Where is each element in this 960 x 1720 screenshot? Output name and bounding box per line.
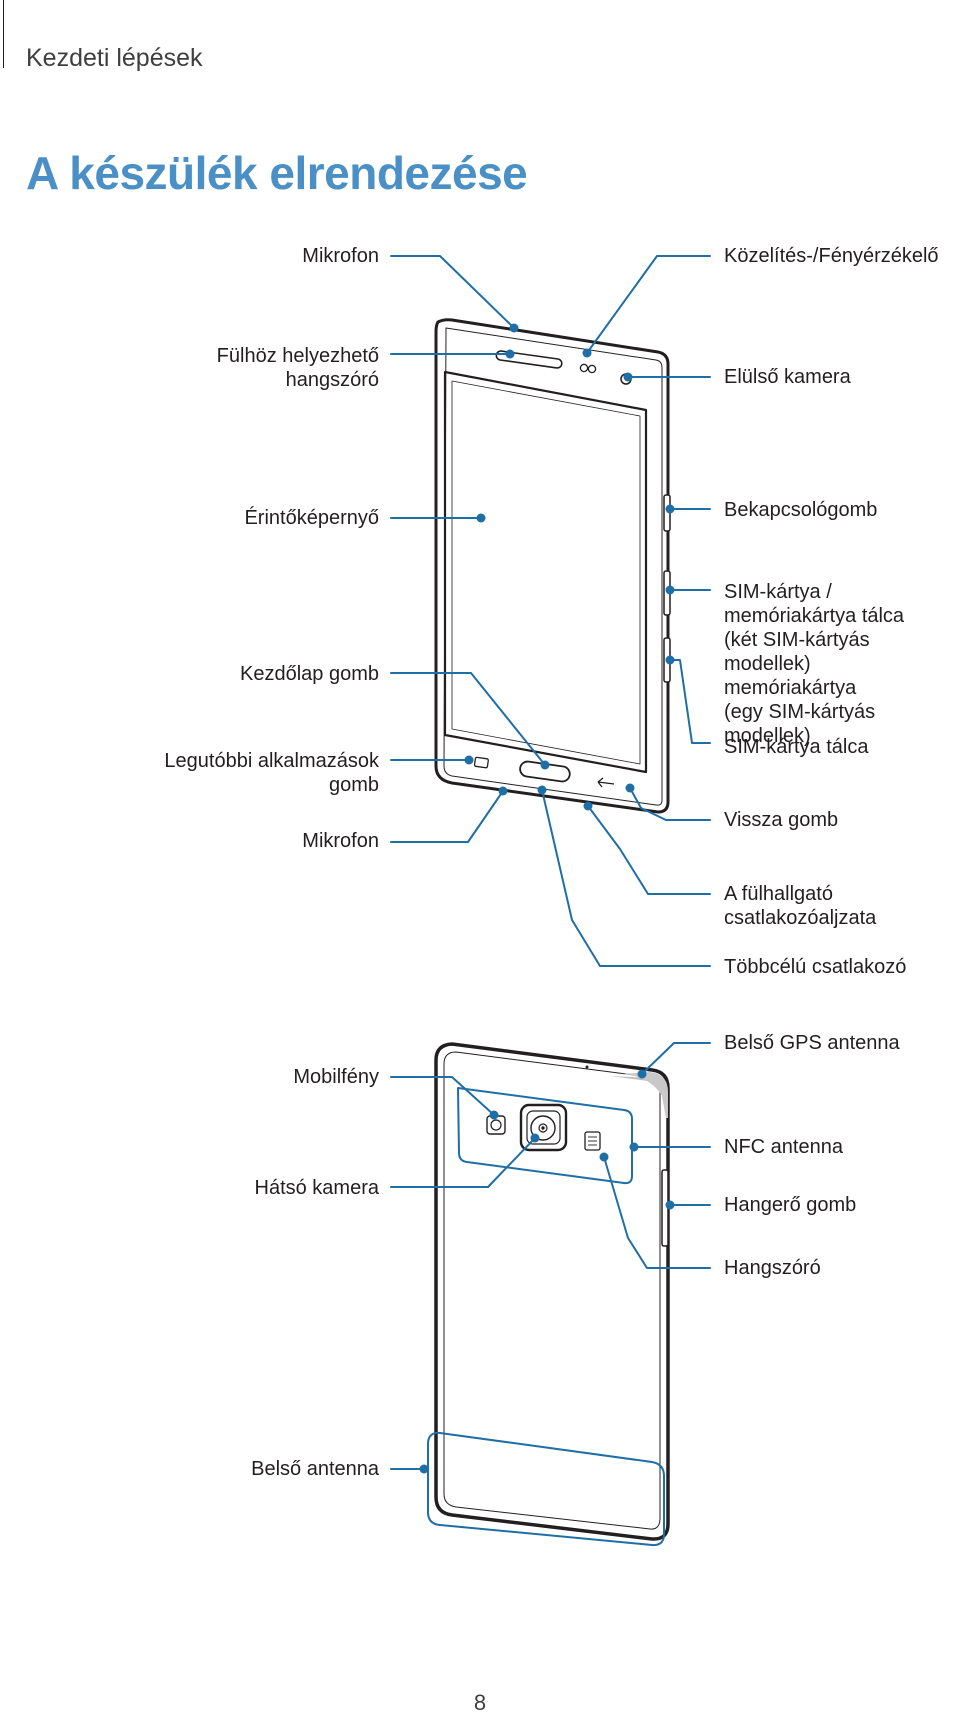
label-legutobbi-gomb: Legutóbbi alkalmazások gomb	[164, 750, 379, 796]
callout-dot	[540, 760, 550, 770]
label-tobbcelu: Többcélú csatlakozó	[724, 956, 907, 978]
nfc-antenna-outline	[457, 1087, 633, 1185]
label-fulhallgato: A fülhallgató csatlakozóaljzata	[724, 883, 877, 929]
internal-antenna-outline	[427, 1431, 665, 1547]
callout-dot	[419, 1464, 429, 1474]
label-hangszoro: Hangszóró	[724, 1257, 821, 1279]
callout-dot	[498, 786, 508, 796]
callout-dot	[665, 585, 675, 595]
label-mikrofon-top: Mikrofon	[302, 245, 379, 267]
callout-dot	[464, 755, 474, 765]
label-fulhoz-hangszoro: Fülhöz helyezhető hangszóró	[216, 345, 379, 391]
callout-dot	[537, 785, 547, 795]
callout-dot	[629, 1142, 639, 1152]
back-pinhole	[585, 1065, 589, 1069]
label-kozelites: Közelítés-/Fényérzékelő	[724, 245, 939, 267]
front-phone	[434, 318, 671, 814]
back-callout-dots	[419, 1069, 675, 1474]
back-callouts	[390, 1042, 711, 1547]
back-phone-inner	[443, 1051, 661, 1530]
speaker-grille-icon	[584, 1131, 601, 1151]
front-phone-edge	[443, 327, 663, 806]
label-bekapcsologomb: Bekapcsológomb	[724, 499, 878, 521]
label-sim-talca: SIM-kártya tálca	[724, 736, 869, 758]
label-vissza-gomb: Vissza gomb	[724, 809, 839, 831]
label-hatso-kamera: Hátsó kamera	[254, 1177, 380, 1199]
back-phone	[434, 1042, 670, 1541]
callout-dot	[637, 1069, 647, 1079]
label-belso-antenna: Belső antenna	[251, 1458, 379, 1480]
proximity-sensor	[579, 363, 589, 373]
callout-dot	[665, 1200, 675, 1210]
callout-dot	[665, 504, 675, 514]
label-mikrofon-bottom: Mikrofon	[302, 830, 379, 852]
rear-camera-lens	[530, 1115, 556, 1141]
callout-dot	[509, 323, 519, 333]
front-callouts	[390, 255, 711, 967]
recent-apps-key	[473, 756, 489, 769]
label-kezdolap-gomb: Kezdőlap gomb	[240, 663, 379, 685]
callout-dot	[599, 1152, 609, 1162]
callout-dot	[665, 655, 675, 665]
label-gps-antenna: Belső GPS antenna	[724, 1032, 900, 1054]
label-sim-memoria-talca: SIM-kártya / memóriakártya tálca (két SI…	[724, 581, 905, 747]
page-number: 8	[473, 1690, 487, 1715]
label-nfc-antenna: NFC antenna	[724, 1136, 843, 1158]
callout-dot	[505, 349, 515, 359]
callout-dot	[530, 1133, 540, 1143]
front-screen	[443, 370, 648, 774]
label-mobilfeny: Mobilfény	[293, 1066, 379, 1088]
callout-dot	[489, 1110, 499, 1120]
callout-dot	[625, 783, 635, 793]
back-phone-body	[434, 1042, 670, 1541]
margin-rule	[3, 0, 4, 68]
callout-dot	[582, 348, 592, 358]
back-key-glyph	[597, 777, 615, 788]
callout-dot	[476, 513, 486, 523]
page-title: A készülék elrendezése	[26, 147, 528, 199]
front-phone-body	[434, 318, 670, 814]
label-erintokepernyo: Érintőképernyő	[244, 507, 379, 529]
front-callout-dots	[464, 323, 675, 811]
label-hangero-gomb: Hangerő gomb	[724, 1194, 857, 1216]
label-elulso-kamera: Elülső kamera	[724, 366, 851, 388]
callout-dot	[623, 372, 633, 382]
callout-dot	[583, 801, 593, 811]
section-header: Kezdeti lépések	[26, 44, 203, 72]
camera-module-outer	[519, 1103, 568, 1152]
